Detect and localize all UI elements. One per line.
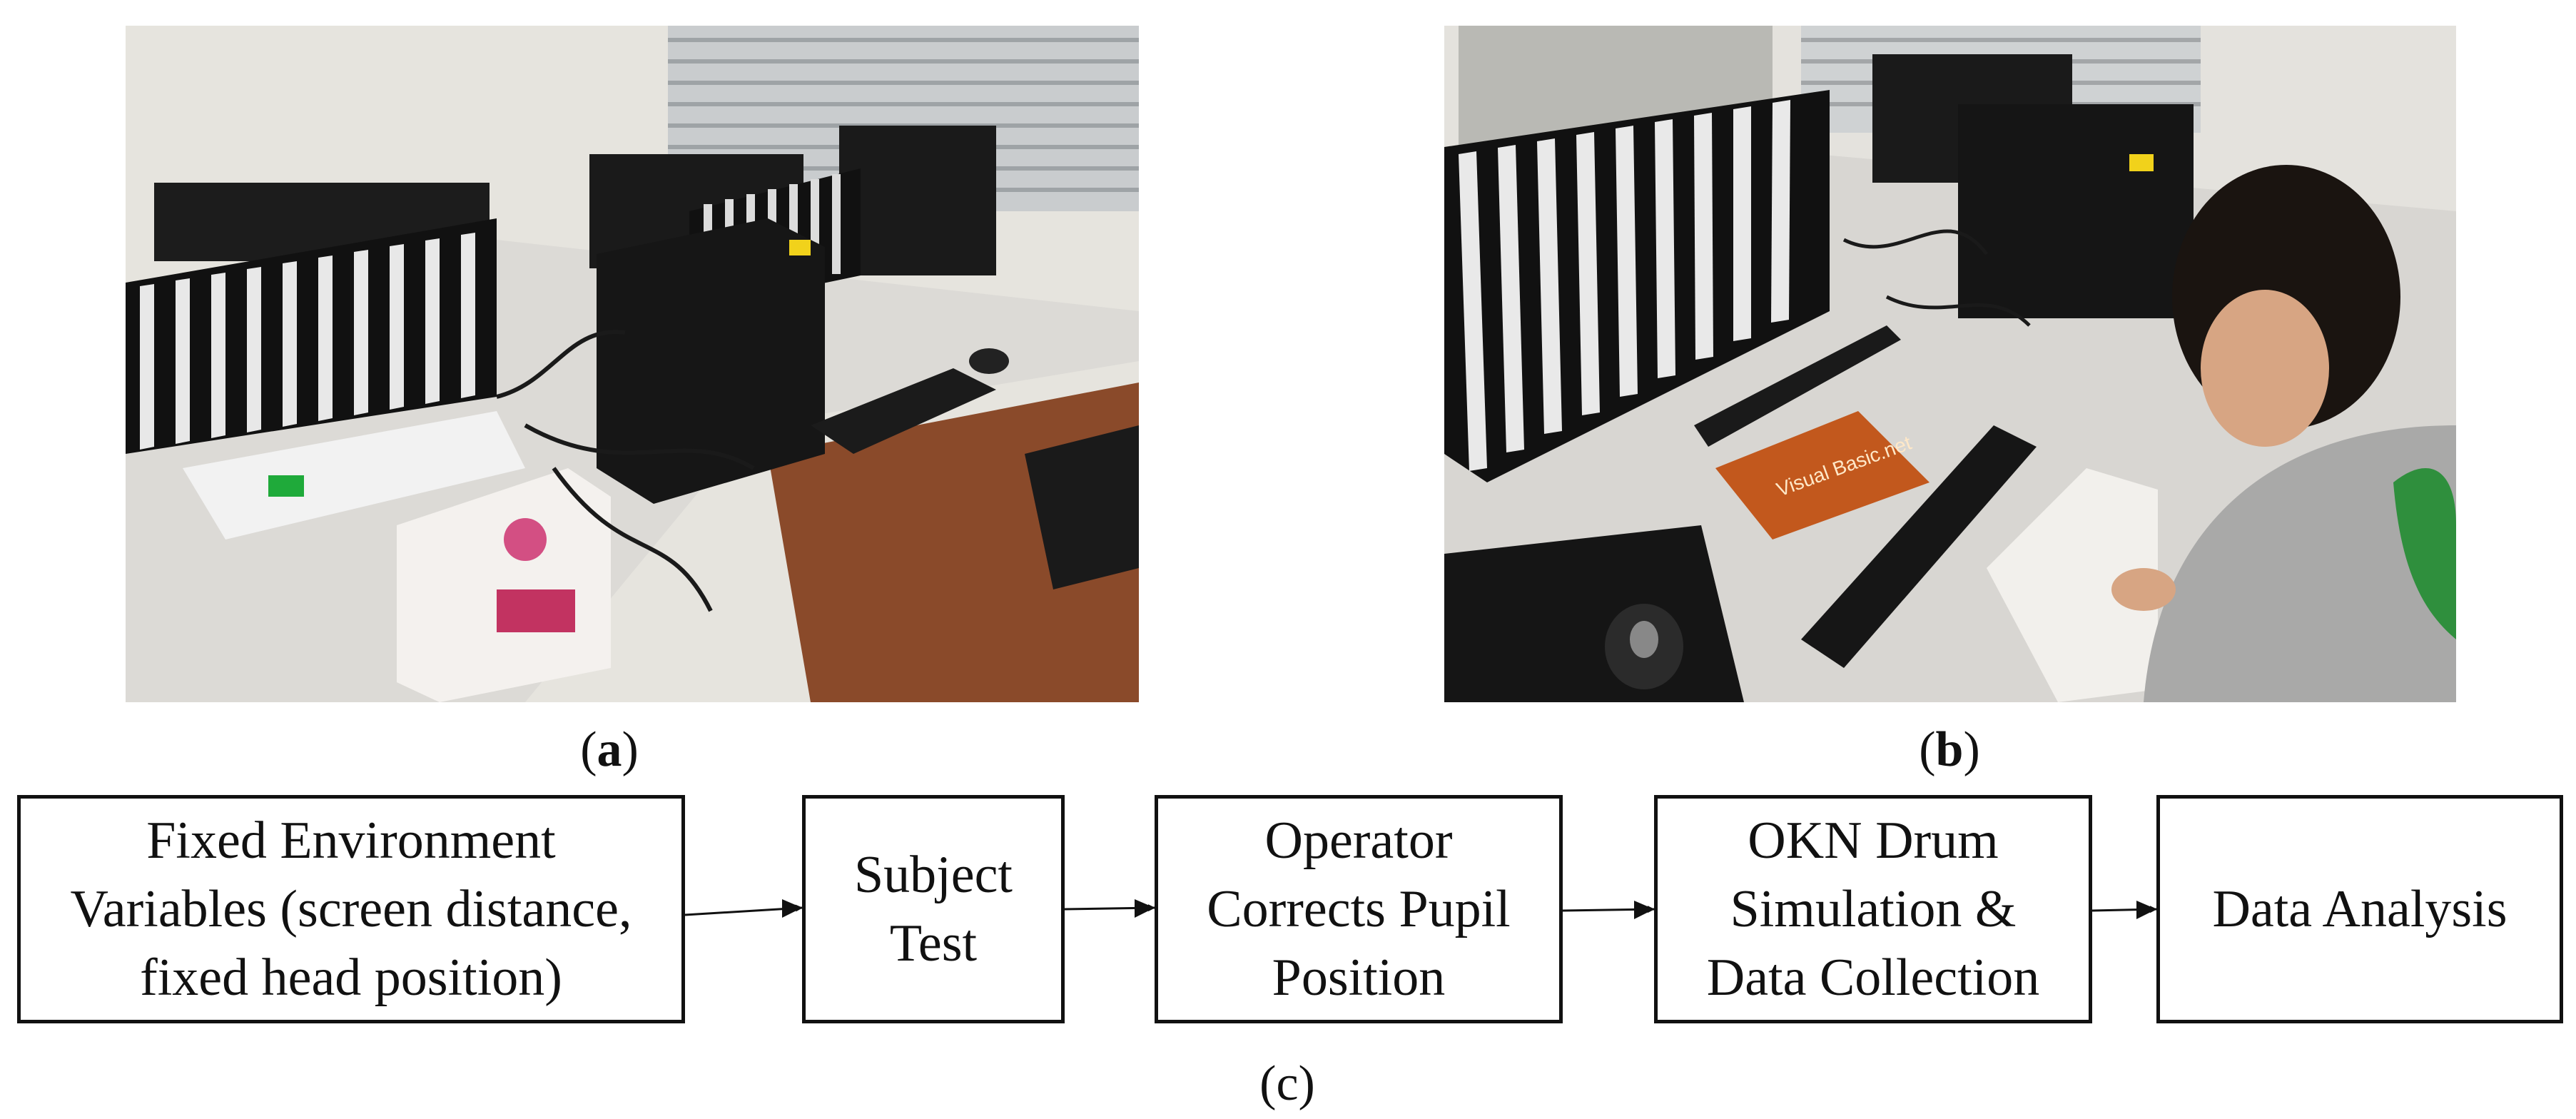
flow-step-data-analysis: Data Analysis (2156, 795, 2563, 1023)
caption-b: (b) (1919, 722, 1980, 777)
flow-step-okn-drum: OKN Drum Simulation & Data Collection (1654, 795, 2092, 1023)
photo-subject-test-illustration: Visual Basic.net (1444, 26, 2456, 702)
flow-step-subject-test: Subject Test (802, 795, 1065, 1023)
flow-step-operator-corrects: Operator Corrects Pupil Position (1155, 795, 1563, 1023)
photo-lab-setup-illustration (126, 26, 1139, 702)
photo-lab-setup (126, 26, 1139, 702)
photo-subject-test: Visual Basic.net (1444, 26, 2456, 702)
caption-a: (a) (580, 722, 639, 777)
caption-c: (c) (1259, 1056, 1315, 1111)
flow-step-fixed-environment: Fixed Environment Variables (screen dist… (17, 795, 685, 1023)
